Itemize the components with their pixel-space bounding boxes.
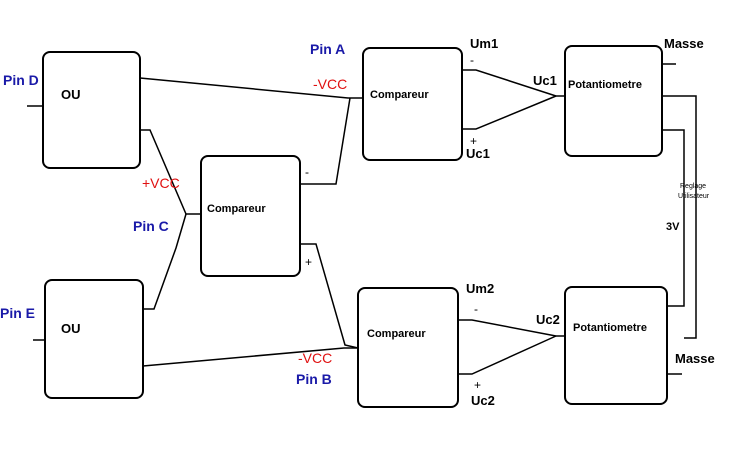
reglage-label: Reglage (680, 183, 706, 190)
comparator-bottom-label: Compareur (367, 328, 426, 340)
potentiometer-bottom: Potantiometre (564, 286, 668, 405)
ou-block-top: OU (42, 51, 141, 169)
um2-wire (458, 319, 557, 337)
ou2-to-comp-bot-wire (142, 347, 358, 367)
pin-b-label: Pin B (296, 371, 332, 387)
comparator-mid-label: Compareur (207, 203, 266, 215)
comparator-mid: Compareur (200, 155, 301, 277)
ou2-to-comp-mid-wire (143, 213, 187, 310)
ou1-to-comp-top-wire (139, 77, 362, 99)
comp-bot-plus-sign: + (474, 378, 481, 392)
comp-mid-plus-sign: + (305, 255, 312, 269)
uc1-wire (462, 95, 557, 130)
comp-top-minus-sign: - (470, 53, 474, 67)
um1-label: Um1 (470, 36, 498, 51)
ou-block-bottom-label: OU (61, 321, 81, 336)
pot-link-wire-left (662, 129, 685, 307)
ou-block-top-shape (42, 51, 141, 169)
comparator-bottom-shape (357, 287, 459, 408)
masse-top-label: Masse (664, 36, 704, 51)
voltage-label: 3V (666, 221, 680, 233)
pin-e-label: Pin E (0, 305, 35, 321)
masse-bottom-label: Masse (675, 351, 715, 366)
potentiometer-bottom-label: Potantiometre (573, 322, 647, 334)
ou-block-bottom: OU (44, 279, 144, 399)
comparator-mid-shape (200, 155, 301, 277)
comp-top-plus-sign: + (470, 134, 477, 148)
comparator-top-shape (362, 47, 463, 161)
uc1-bottom-label: Uc1 (466, 146, 490, 161)
comparator-top-label: Compareur (370, 89, 429, 101)
vcc-positive-label: +VCC (142, 175, 180, 191)
uc2-node-label: Uc2 (536, 312, 560, 327)
pin-a-label: Pin A (310, 41, 345, 57)
ou-block-top-label: OU (61, 87, 81, 102)
potentiometer-top-shape (564, 45, 663, 157)
vcc-negative-bottom-label: -VCC (298, 350, 332, 366)
comp-bot-minus-sign: - (474, 302, 478, 316)
comp-mid-minus-sign: - (305, 165, 309, 179)
comparator-bottom: Compareur (357, 287, 459, 408)
uc2-bottom-label: Uc2 (471, 393, 495, 408)
wires (27, 63, 697, 375)
ou-block-bottom-shape (44, 279, 144, 399)
uc1-node-label: Uc1 (533, 73, 557, 88)
potentiometer-top: Potantiometre (564, 45, 663, 157)
um2-label: Um2 (466, 281, 494, 296)
pin-c-label: Pin C (133, 218, 169, 234)
potentiometer-bottom-shape (564, 286, 668, 405)
potentiometer-top-label: Potantiometre (568, 79, 642, 91)
comp-mid-to-comp-bot-wire (300, 243, 359, 349)
uc2-wire (458, 335, 557, 375)
vcc-negative-top-label: -VCC (313, 76, 347, 92)
pin-d-label: Pin D (3, 72, 39, 88)
pot-link-wire-right (662, 95, 697, 339)
ou1-to-comp-mid-wire (140, 129, 201, 215)
um1-wire (462, 69, 557, 97)
comparator-top: Compareur (362, 47, 463, 161)
utilisateur-label: Utilisateur (678, 193, 710, 200)
